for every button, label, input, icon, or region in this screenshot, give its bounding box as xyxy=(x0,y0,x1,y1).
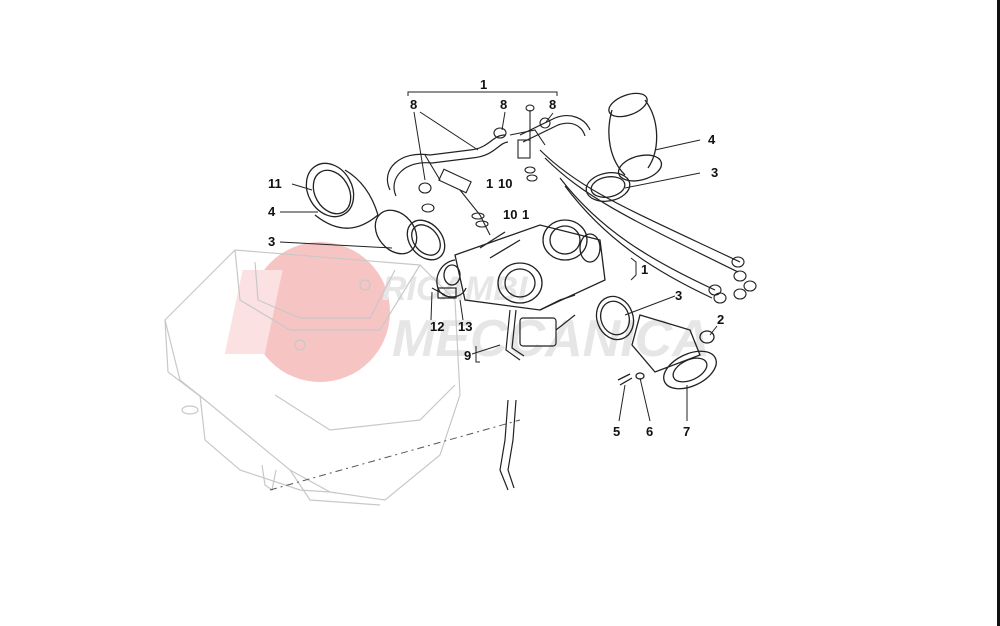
right-intake-boot xyxy=(585,92,663,202)
callout-labels: 1 8 8 8 4 3 11 4 3 1 10 10 1 1 3 2 12 13… xyxy=(268,77,724,439)
callout-5: 5 xyxy=(613,424,620,439)
leader-lines xyxy=(279,91,718,422)
callout-8-a: 8 xyxy=(410,97,417,112)
hose-clamps-right xyxy=(708,256,757,304)
callout-9: 9 xyxy=(464,348,471,363)
airbox xyxy=(164,249,461,506)
vacuum-hoses xyxy=(386,115,741,299)
callout-1-b: 1 xyxy=(522,207,529,222)
right-border xyxy=(997,0,1000,626)
callout-6: 6 xyxy=(646,424,653,439)
callout-2: 2 xyxy=(717,312,724,327)
callout-3-right: 3 xyxy=(711,165,718,180)
callout-3-lower: 3 xyxy=(675,288,682,303)
callout-1-mid: 1 xyxy=(486,176,493,191)
watermark-logo-icon xyxy=(250,242,390,382)
callout-4-left: 4 xyxy=(268,204,276,219)
callout-8-b: 8 xyxy=(500,97,507,112)
callout-1-top: 1 xyxy=(480,77,487,92)
callout-7: 7 xyxy=(683,424,690,439)
callout-3-left: 3 xyxy=(268,234,275,249)
idle-valve-assembly xyxy=(431,287,576,361)
left-intake-boot xyxy=(305,162,446,261)
drain-hose xyxy=(499,399,517,491)
throttle-body xyxy=(436,219,606,311)
callout-13: 13 xyxy=(458,319,472,334)
callout-4-right: 4 xyxy=(708,132,716,147)
fuel-fittings xyxy=(418,104,551,236)
callout-8-c: 8 xyxy=(549,97,556,112)
callout-1-right: 1 xyxy=(641,262,648,277)
callout-11: 11 xyxy=(268,176,282,191)
callout-12: 12 xyxy=(430,319,444,334)
callout-10-b: 10 xyxy=(503,207,517,222)
callout-10-a: 10 xyxy=(498,176,512,191)
